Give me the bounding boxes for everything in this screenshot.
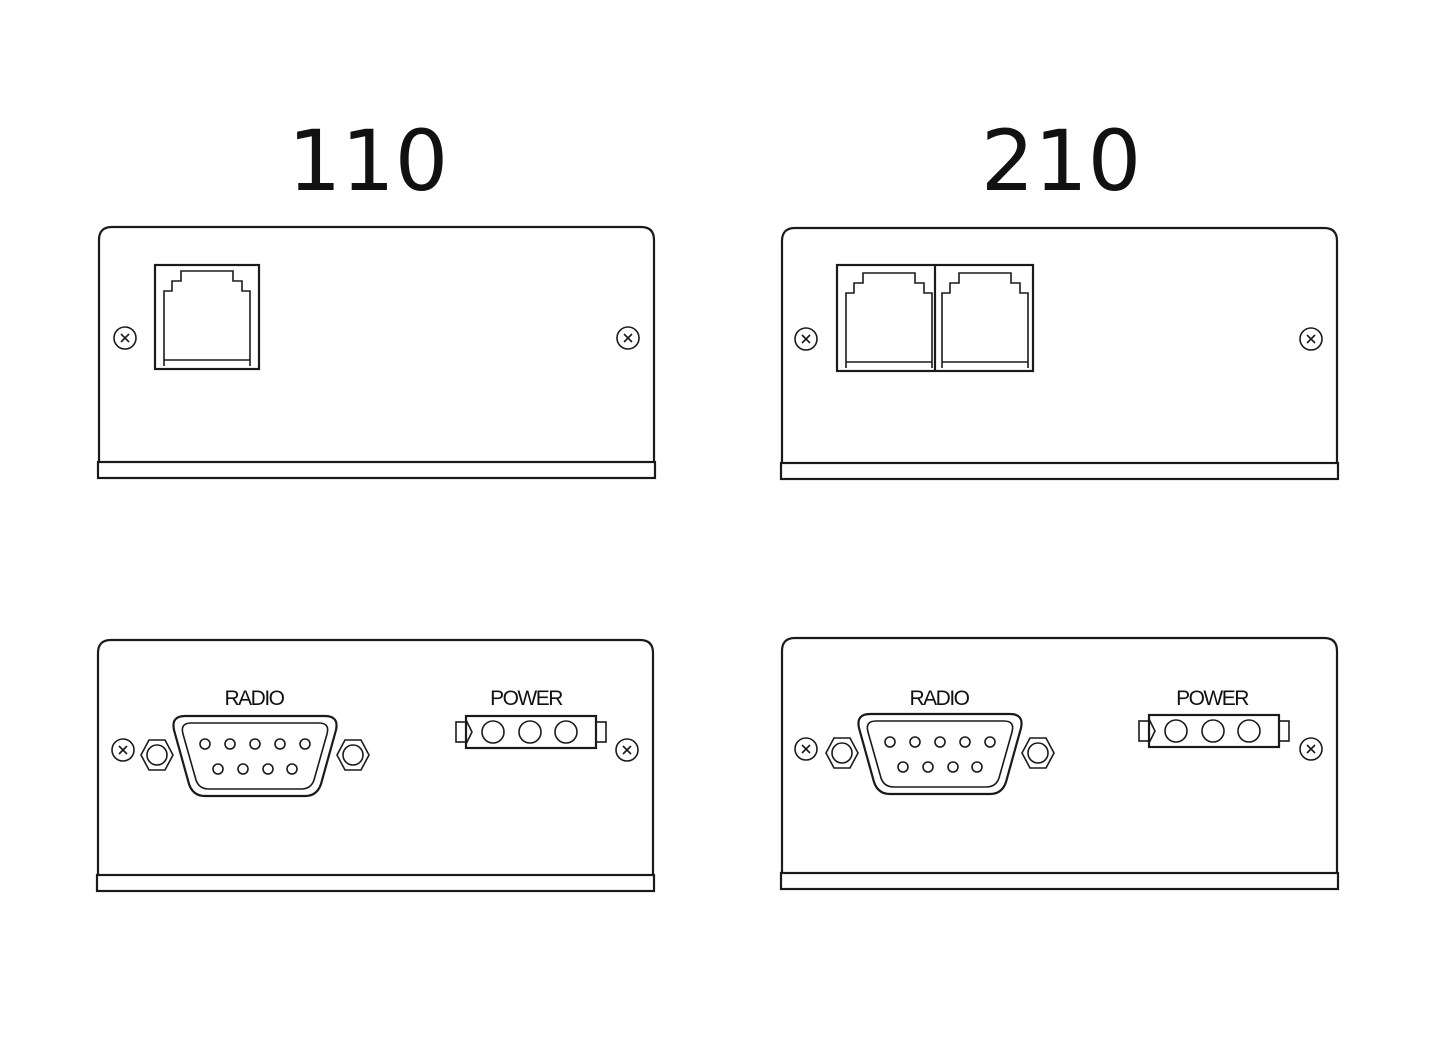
model-210-title: 210 (981, 112, 1141, 210)
power-label: POWER (1176, 687, 1249, 710)
model-110-title: 110 (288, 112, 448, 210)
db9-connector-icon (172, 714, 338, 798)
model-110-front-panel (96, 225, 657, 480)
screw-icon (615, 738, 639, 762)
hex-nut-icon (1021, 737, 1055, 769)
screw-icon (1299, 737, 1323, 761)
model-110-back-panel: RADIO POWER (95, 638, 656, 893)
radio-label: RADIO (909, 687, 969, 710)
screw-icon (1299, 327, 1323, 351)
hex-nut-icon (140, 739, 174, 771)
model-210-front-panel (779, 226, 1340, 481)
panel-outline (95, 638, 656, 893)
model-210-back-panel: RADIO POWER (779, 636, 1340, 891)
screw-icon (111, 738, 135, 762)
rj-jack-icon (845, 272, 933, 369)
screw-icon (616, 326, 640, 350)
radio-label: RADIO (224, 687, 284, 710)
panel-outline (779, 636, 1340, 891)
screw-icon (113, 326, 137, 350)
power-connector-icon (454, 714, 608, 750)
power-label: POWER (490, 687, 563, 710)
hex-nut-icon (825, 737, 859, 769)
rj-jack-icon (941, 272, 1029, 369)
screw-icon (794, 327, 818, 351)
rj-jack-icon (163, 270, 251, 367)
hex-nut-icon (336, 739, 370, 771)
power-connector-icon (1137, 713, 1291, 749)
db9-connector-icon (857, 712, 1023, 796)
screw-icon (794, 737, 818, 761)
rj-jack-housing (153, 263, 261, 371)
